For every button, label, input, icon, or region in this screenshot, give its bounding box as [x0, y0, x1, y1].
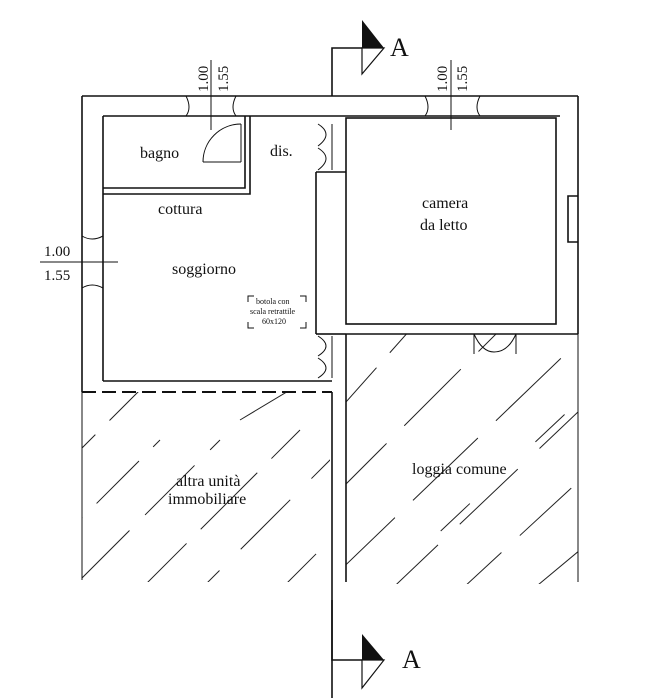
window-dims-bagno: 1.00 1.55 [196, 66, 232, 92]
window-camera [424, 60, 481, 130]
dim-camera-sill: 1.00 [435, 66, 451, 92]
room-label-dis: dis. [270, 143, 293, 160]
dim-camera-height: 1.55 [455, 66, 471, 92]
trapdoor-line3: 60x120 [262, 317, 286, 326]
dim-bagno-sill: 1.00 [196, 66, 212, 92]
window-dims-camera: 1.00 1.55 [435, 66, 471, 92]
room-label-cottura: cottura [158, 201, 202, 218]
window-dims-soggiorno: 1.00 1.55 [44, 244, 70, 284]
room-label-altra-1: altra unità [176, 473, 240, 490]
dim-soggiorno-height: 1.55 [44, 268, 70, 284]
hatch-altra-unita [82, 392, 330, 582]
section-mark-bottom [331, 600, 386, 690]
room-label-bagno: bagno [140, 145, 179, 162]
door-soggiorno [317, 335, 333, 379]
outer-walls [81, 95, 579, 698]
room-label-camera-2: da letto [420, 217, 468, 234]
window-bagno [185, 60, 237, 130]
dim-soggiorno-sill: 1.00 [44, 244, 70, 260]
window-soggiorno [40, 235, 118, 289]
room-label-camera-1: camera [422, 195, 468, 212]
trapdoor-line2: scala retrattile [250, 307, 296, 316]
section-label-top: A [390, 33, 409, 62]
trapdoor-line1: botola con [256, 297, 290, 306]
trapdoor-note: botola con scala retrattile 60x120 [247, 295, 307, 329]
door-bagno [202, 123, 242, 163]
room-label-loggia: loggia comune [412, 461, 507, 478]
door-loggia [473, 333, 517, 354]
section-mark-top [331, 20, 386, 96]
section-label-bottom: A [402, 645, 421, 674]
dim-bagno-height: 1.55 [216, 66, 232, 92]
room-label-soggiorno: soggiorno [172, 261, 236, 278]
hatch-loggia-comune [346, 334, 578, 584]
room-label-altra-2: immobiliare [168, 491, 246, 508]
door-camera [317, 123, 333, 171]
